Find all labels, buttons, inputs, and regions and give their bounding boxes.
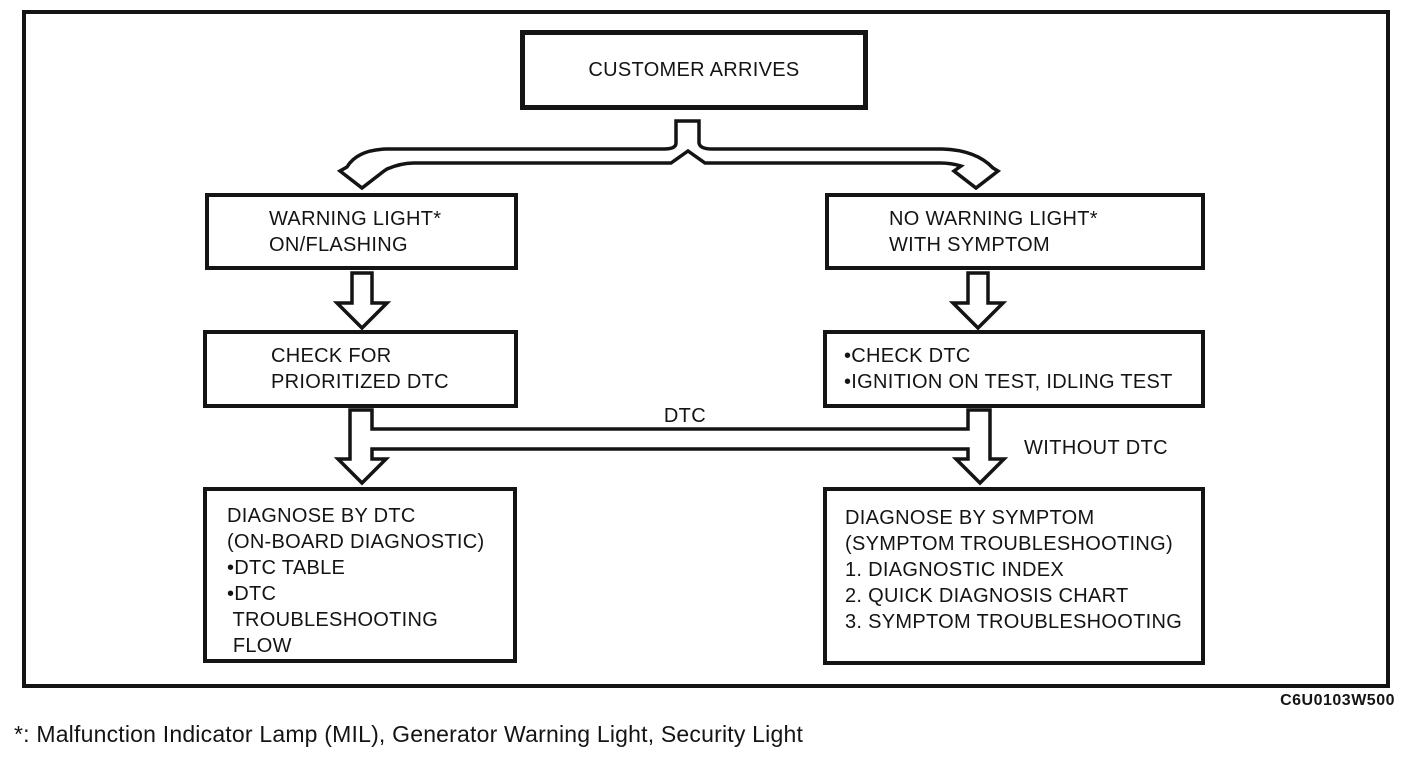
box-text-line: FLOW	[227, 635, 292, 657]
box-customer-arrives: CUSTOMER ARRIVES	[520, 30, 868, 110]
box-text-line: •CHECK DTC	[844, 345, 971, 367]
box-check-for-prioritized-dtc: CHECK FOR PRIORITIZED DTC	[203, 330, 518, 408]
box-text-line: 1. DIAGNOSTIC INDEX	[845, 559, 1065, 581]
box-text-line: PRIORITIZED DTC	[271, 371, 449, 393]
flow-label-without-dtc: WITHOUT DTC	[1024, 437, 1169, 459]
box-diagnose-by-symptom: DIAGNOSE BY SYMPTOM (SYMPTOM TROUBLESHOOT…	[823, 487, 1205, 665]
box-text-line: NO WARNING LIGHT*	[889, 207, 1098, 230]
box-text-line: WITH SYMPTOM	[889, 233, 1051, 256]
box-text-line: (SYMPTOM TROUBLESHOOTING)	[845, 533, 1173, 555]
down-arrow-left	[332, 271, 392, 331]
diagram-border-frame	[22, 10, 1390, 688]
dtc-crossover-arrow	[333, 408, 1009, 486]
box-text-line: DIAGNOSE BY DTC	[227, 505, 416, 527]
box-text-line: DIAGNOSE BY SYMPTOM	[845, 507, 1095, 529]
box-warning-light-on-flashing: WARNING LIGHT* ON/FLASHING	[205, 193, 518, 270]
down-arrow-right	[948, 271, 1008, 331]
box-text-line: WARNING LIGHT*	[269, 207, 442, 230]
box-text-line: CHECK FOR	[271, 345, 392, 367]
box-text-line: •DTC TABLE	[227, 557, 346, 579]
box-text-line: TROUBLESHOOTING	[227, 609, 439, 631]
box-text-line: •IGNITION ON TEST, IDLING TEST	[844, 371, 1173, 393]
flow-label-dtc: DTC	[663, 405, 707, 427]
box-text-line: 2. QUICK DIAGNOSIS CHART	[845, 585, 1129, 607]
box-text-line: 3. SYMPTOM TROUBLESHOOTING	[845, 611, 1183, 633]
box-text-line: (ON-BOARD DIAGNOSTIC)	[227, 531, 485, 553]
box-text-line: •DTC	[227, 583, 277, 605]
box-check-dtc-ignition-test: •CHECK DTC •IGNITION ON TEST, IDLING TEST	[823, 330, 1205, 408]
box-no-warning-light-with-symptom: NO WARNING LIGHT* WITH SYMPTOM	[825, 193, 1205, 270]
box-text-line: CUSTOMER ARRIVES	[588, 59, 800, 81]
box-diagnose-by-dtc: DIAGNOSE BY DTC (ON-BOARD DIAGNOSTIC) •DTC…	[203, 487, 517, 663]
footnote-asterisk-definition: *: Malfunction Indicator Lamp (MIL), Gen…	[14, 721, 804, 747]
figure-code: C6U0103W500	[1280, 692, 1395, 709]
box-text-line: ON/FLASHING	[269, 233, 408, 256]
branch-split-arrow	[336, 119, 1002, 191]
